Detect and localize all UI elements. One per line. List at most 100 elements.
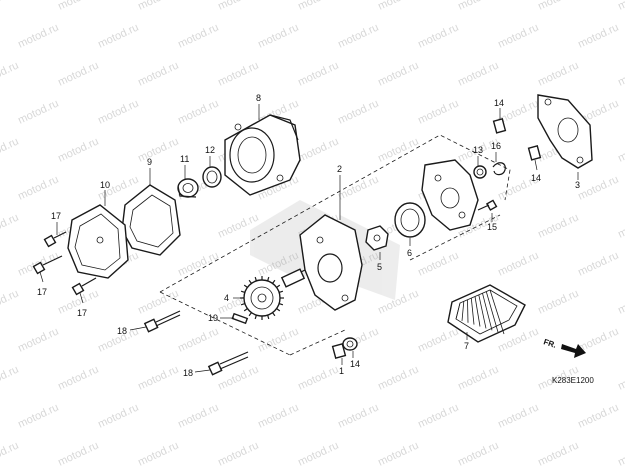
- leader-lines: [39, 104, 579, 373]
- part-rear-plate: [421, 159, 479, 231]
- watermark-text: motod.ru: [296, 439, 340, 468]
- gear-tooth: [254, 314, 257, 320]
- watermark-text: motod.ru: [616, 135, 625, 164]
- callout-13: 13: [473, 145, 483, 155]
- mesh-line: [478, 294, 487, 329]
- watermark-text: motod.ru: [296, 135, 340, 164]
- watermark-text: motod.ru: [0, 287, 21, 316]
- callout-17-top: 17: [51, 211, 61, 221]
- watermark-text: motod.ru: [536, 439, 580, 468]
- watermark-text: motod.ru: [536, 59, 580, 88]
- watermark-text: motod.ru: [416, 325, 460, 354]
- watermark-text: motod.ru: [416, 401, 460, 430]
- direction-label: FR.: [542, 337, 557, 350]
- mesh-line: [461, 301, 465, 321]
- watermark-text: motod.ru: [456, 0, 500, 13]
- watermark-text: motod.ru: [56, 135, 100, 164]
- watermark-text: motod.ru: [456, 363, 500, 392]
- part-bolt-17c: [71, 277, 97, 296]
- watermark-text: motod.ru: [256, 401, 300, 430]
- watermark-text: motod.ru: [616, 211, 625, 240]
- watermark-text: motod.ru: [136, 439, 180, 468]
- watermark-text: motod.ru: [416, 21, 460, 50]
- direction-arrow-icon: [561, 344, 586, 358]
- callout-17-left: 17: [37, 287, 47, 297]
- part-inner-rotor: [365, 225, 389, 251]
- watermark-text: motod.ru: [176, 325, 220, 354]
- watermark-text: motod.ru: [216, 0, 260, 13]
- front-direction-indicator: FR.: [542, 337, 586, 358]
- gear-tooth: [267, 314, 270, 320]
- part-oil-seal: [202, 166, 222, 188]
- watermark-text: motod.ru: [576, 21, 620, 50]
- watermark-text: motod.ru: [376, 59, 420, 88]
- callout-18-upper: 18: [117, 326, 127, 336]
- part-washer: [473, 165, 487, 179]
- watermark-text: motod.ru: [376, 0, 420, 13]
- strainer-mesh: [455, 289, 505, 335]
- watermark-text: motod.ru: [136, 287, 180, 316]
- watermark-text: motod.ru: [336, 401, 380, 430]
- watermark-text: motod.ru: [216, 59, 260, 88]
- watermark-text: motod.ru: [56, 363, 100, 392]
- callout-17-mid: 17: [77, 308, 87, 318]
- watermark-text: motod.ru: [616, 59, 625, 88]
- mesh-line: [455, 302, 461, 320]
- gear-tooth: [240, 290, 246, 293]
- callout-7: 7: [464, 341, 469, 351]
- part-dowel-right: [527, 145, 542, 161]
- callout-5: 5: [377, 262, 382, 272]
- watermark-text: motod.ru: [616, 287, 625, 316]
- watermark-text: motod.ru: [16, 325, 60, 354]
- gear-tooth: [272, 279, 276, 284]
- watermark-text: motod.ru: [16, 97, 60, 126]
- part-bolt-17b: [32, 255, 63, 275]
- watermark-text: motod.ru: [176, 97, 220, 126]
- watermark-text: motod.ru: [0, 0, 21, 13]
- gear-teeth: [240, 276, 284, 320]
- watermark-text: motod.ru: [536, 287, 580, 316]
- part-cover-plate: [67, 204, 129, 279]
- watermark-text: motod.ru: [576, 249, 620, 278]
- gear-tooth: [248, 312, 252, 317]
- gear-tooth: [243, 308, 248, 312]
- watermark-text: motod.ru: [96, 21, 140, 50]
- callout-14-top: 14: [494, 98, 504, 108]
- watermark-text: motod.ru: [456, 439, 500, 468]
- watermark-text: motod.ru: [536, 0, 580, 13]
- gear-tooth: [276, 308, 281, 312]
- callout-16: 16: [491, 141, 501, 151]
- watermark-text: motod.ru: [176, 21, 220, 50]
- watermark-text: motod.ru: [256, 325, 300, 354]
- part-bolt-18a: [143, 310, 181, 333]
- gear-tooth: [254, 276, 257, 282]
- watermark-text: motod.ru: [576, 401, 620, 430]
- watermark-text: motod.ru: [616, 0, 625, 13]
- mesh-line: [470, 298, 475, 325]
- watermark-text: motod.ru: [216, 439, 260, 468]
- callout-6: 6: [407, 248, 412, 258]
- watermark-text: motod.ru: [256, 21, 300, 50]
- part-pump-body: [280, 214, 363, 311]
- mesh-line: [467, 299, 469, 323]
- watermark-text: motod.ru: [0, 363, 21, 392]
- part-dowel-top: [492, 118, 507, 134]
- part-drive-gear: [240, 276, 284, 320]
- watermark-text: motod.ru: [616, 439, 625, 468]
- watermark-text: motod.ru: [616, 363, 625, 392]
- watermark-text: motod.ru: [56, 439, 100, 468]
- watermark-text: motod.ru: [16, 173, 60, 202]
- watermark-text: motod.ru: [376, 363, 420, 392]
- callout-18-lower: 18: [183, 368, 193, 378]
- watermark-text: motod.ru: [296, 363, 340, 392]
- part-plate-gasket: [537, 94, 593, 169]
- watermark-text: motod.ru: [136, 0, 180, 13]
- part-gasket: [121, 184, 181, 256]
- watermark-text: motod.ru: [296, 0, 340, 13]
- mesh-line: [474, 296, 481, 327]
- callout-12: 12: [205, 145, 215, 155]
- watermark-text: motod.ru: [96, 401, 140, 430]
- watermark-text: motod.ru: [496, 21, 540, 50]
- watermark-text: motod.ru: [336, 173, 380, 202]
- part-collar: [342, 337, 358, 351]
